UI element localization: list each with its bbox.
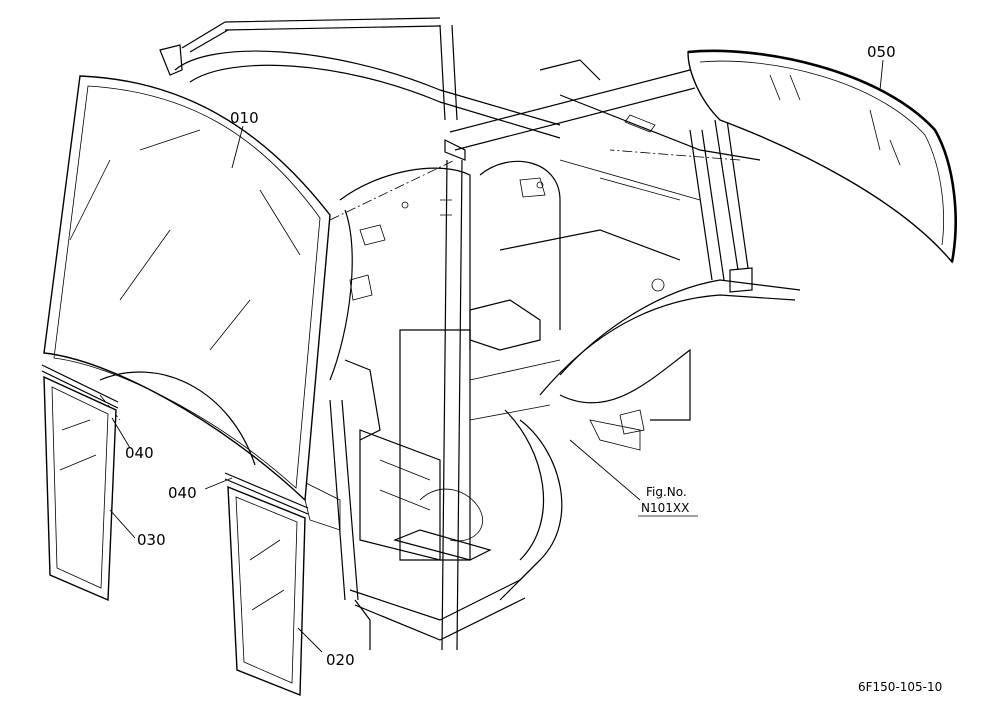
seal-040-right[interactable] (224, 472, 309, 515)
leader-040b (204, 477, 233, 490)
glass-050-rear-window[interactable] (687, 49, 957, 264)
cab-frame (99, 17, 801, 651)
leader-030 (109, 509, 136, 539)
leader-050 (879, 59, 884, 91)
part-label-050: 050 (867, 43, 896, 61)
glass-030-left-lower[interactable] (43, 375, 117, 602)
fig-reference-line2: N101XX (641, 501, 689, 515)
leader-020 (297, 627, 323, 653)
glass-020-right-lower[interactable] (227, 485, 306, 697)
glass-010-windshield[interactable] (43, 75, 331, 502)
leader-040a (111, 417, 131, 449)
fig-reference-line1: Fig.No. (646, 485, 687, 499)
part-label-030: 030 (137, 531, 166, 549)
part-label-040-right: 040 (168, 484, 197, 502)
drawing-number: 6F150-105-10 (858, 680, 942, 694)
leader-fig-ref (569, 439, 641, 501)
leader-010 (231, 125, 244, 169)
part-label-010: 010 (230, 109, 259, 127)
part-label-020: 020 (326, 651, 355, 669)
part-label-040-left: 040 (125, 444, 154, 462)
seal-040-left[interactable] (41, 364, 119, 409)
